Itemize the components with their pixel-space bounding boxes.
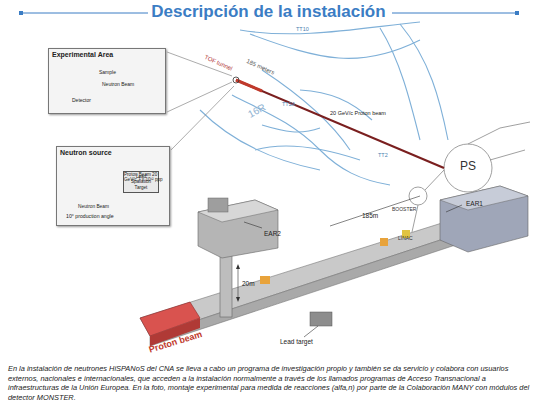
inset-heading: Experimental Area [52, 51, 162, 59]
map-label: PS [460, 160, 476, 173]
tof-tunnel-segment [236, 80, 262, 91]
map-label: Lead target [280, 338, 313, 345]
map-label: BOOSTER [392, 207, 416, 213]
target-marker [233, 77, 239, 83]
proton-beam-line [236, 80, 444, 168]
page-title: Descripción de la instalación [0, 3, 537, 22]
title-rule [22, 13, 148, 14]
figure-caption: En la instalación de neutrones HiSPANoS … [8, 364, 530, 403]
map-label: 20m [242, 280, 255, 287]
map-label: EAR1 [466, 200, 483, 207]
map-label: 185m [362, 212, 378, 219]
inset-box: Experimental Area [48, 48, 166, 114]
map-label: Neutron Beam [78, 204, 109, 209]
map-label: Sample [99, 70, 116, 76]
map-label: TT2 [378, 152, 388, 158]
map-label: TOF tunnel [203, 54, 233, 72]
facility-3d [140, 186, 528, 346]
map-label: Neutron Beam [102, 82, 134, 88]
map-lines [200, 22, 448, 185]
map-label: 20 GeV/c Proton beam [330, 110, 386, 116]
map-label: TT10 [296, 26, 309, 32]
map-label: EAR2 [264, 230, 281, 237]
map-label: TT2A [282, 101, 295, 107]
map-label: Proton Beam 20 GeV/c 7 x 10¹² ppp [124, 172, 166, 182]
title-mark [19, 11, 23, 15]
map-label: 185 meters [245, 58, 275, 76]
inset-heading: Neutron source [60, 149, 166, 157]
inset-leader [167, 52, 234, 150]
title-rule [392, 13, 518, 14]
map-label: 16R [246, 101, 267, 119]
map-label: 10° production angle [66, 214, 114, 220]
map-label: Detector [72, 98, 91, 104]
map-label: LINAC [398, 236, 413, 242]
title-mark [515, 11, 519, 15]
map-label: Proton beam [148, 330, 204, 356]
